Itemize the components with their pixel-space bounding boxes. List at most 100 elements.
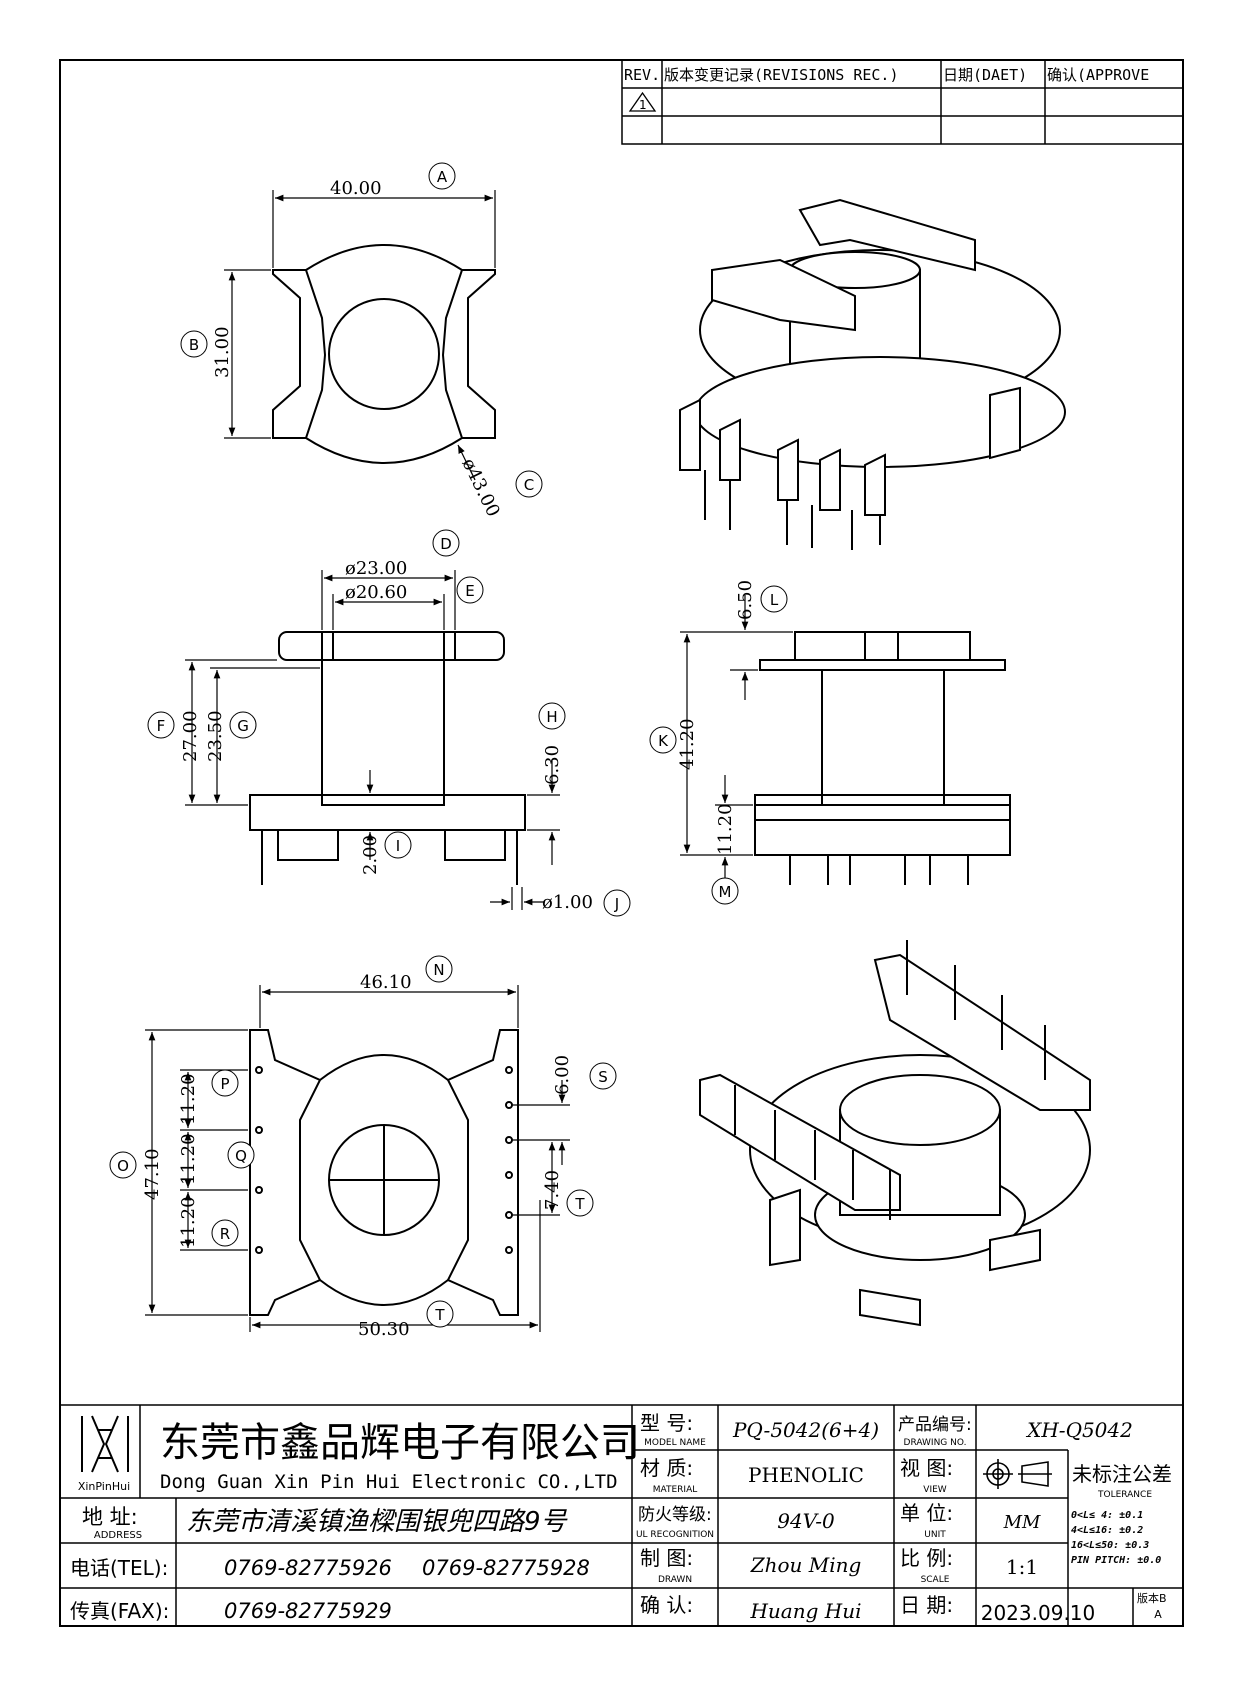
iso-view-bottom [699, 940, 1091, 1327]
rev-header-record: 版本变更记录(REVISIONS REC.) [664, 66, 899, 84]
tolerance-row-3: 16<L≤50: ±0.3 [1071, 1540, 1149, 1551]
dim-A-balloon: A [428, 162, 456, 190]
dim-I-value: 2.00 [360, 835, 381, 875]
svg-text:C: C [524, 476, 534, 494]
svg-text:J: J [614, 895, 619, 913]
dim-E-value: ø20.60 [345, 582, 407, 603]
svg-text:I: I [396, 837, 400, 855]
dim-L-balloon: L [760, 585, 788, 613]
address-value: 东莞市清溪镇渔樑围银兜四路9号 [186, 1507, 569, 1537]
svg-text:H: H [546, 708, 557, 726]
svg-text:Q: Q [235, 1147, 247, 1165]
model-label: 型 号: [640, 1411, 693, 1435]
model-value: PQ-5042(6+4) [732, 1418, 879, 1442]
dim-B-balloon: B [180, 330, 208, 358]
fax-label: 传真(FAX): [70, 1599, 169, 1623]
tel-1: 0769-82775926 [224, 1556, 392, 1580]
scale-label-en: SCALE [921, 1575, 950, 1585]
fire-value: 94V-0 [777, 1509, 835, 1533]
svg-text:O: O [117, 1157, 129, 1175]
drawing-no-label: 产品编号: [898, 1415, 972, 1435]
dim-G-balloon: G [229, 711, 257, 739]
dim-T2-value: 50.30 [358, 1319, 410, 1340]
model-label-en: MODEL NAME [644, 1438, 706, 1448]
dim-S-value: 6.00 [552, 1055, 573, 1095]
svg-text:P: P [220, 1075, 229, 1093]
iso-view-top [679, 198, 1066, 550]
svg-text:R: R [220, 1225, 230, 1243]
dim-P-value: 11.20 [178, 1073, 199, 1125]
rev-header-rev: REV. [624, 66, 660, 84]
svg-text:A: A [437, 168, 448, 186]
svg-text:D: D [440, 535, 452, 553]
rev-header-approve: 确认(APPROVE [1047, 66, 1149, 84]
dim-R-value: 11.20 [178, 1196, 199, 1248]
rev-triangle-icon: 1 [628, 91, 657, 112]
svg-text:T: T [574, 1195, 585, 1213]
drawn-label-en: DRAWN [658, 1575, 692, 1585]
fax-value: 0769-82775929 [224, 1599, 392, 1623]
svg-text:N: N [433, 961, 444, 979]
dim-H-value: 6.30 [542, 745, 563, 785]
svg-text:T: T [434, 1306, 445, 1324]
tel-label: 电话(TEL): [70, 1556, 168, 1580]
dim-Q-value: 11.20 [178, 1133, 199, 1185]
tolerance-title: 未标注公差 [1072, 1462, 1172, 1486]
dim-G-value: 23.50 [205, 710, 226, 762]
address-label: 地 址: [82, 1505, 138, 1529]
dim-J-value: ø1.00 [542, 892, 593, 913]
svg-text:1: 1 [639, 98, 647, 112]
company-name-cn: 东莞市鑫品辉电子有限公司 [160, 1420, 640, 1466]
date-value: 2023.09.10 [981, 1601, 1096, 1625]
dim-C-balloon: C [515, 470, 543, 498]
unit-label: 单 位: [900, 1501, 953, 1525]
dim-I-balloon: I [384, 831, 412, 859]
confirm-value: Huang Hui [749, 1599, 861, 1623]
fire-label-en: UL RECOGNITION [636, 1530, 714, 1540]
dim-C-value: ø43.00 [458, 455, 504, 520]
unit-label-en: UNIT [924, 1530, 946, 1540]
scale-value: 1:1 [1006, 1555, 1038, 1579]
front-view [249, 631, 526, 885]
dim-K-balloon: K [649, 726, 677, 754]
tolerance-row-1: 0<L≤ 4: ±0.1 [1071, 1510, 1143, 1521]
scale-label: 比 例: [900, 1546, 953, 1570]
rev-header-date: 日期(DAET) [943, 66, 1027, 84]
dim-L-value: 6.50 [735, 580, 756, 620]
svg-text:S: S [598, 1068, 608, 1086]
svg-text:XinPinHui: XinPinHui [78, 1480, 130, 1493]
dim-R-balloon: R [211, 1219, 239, 1247]
tolerance-row-4: PIN PITCH: ±0.0 [1071, 1555, 1161, 1566]
dim-D-balloon: D [432, 529, 460, 557]
drawn-label: 制 图: [640, 1546, 693, 1570]
title-block-grid [59, 1404, 1184, 1627]
svg-text:M: M [719, 883, 732, 901]
dim-F-value: 27.00 [180, 710, 201, 762]
dim-H-balloon: H [538, 702, 566, 730]
dim-D-value: ø23.00 [345, 558, 407, 579]
drawing-no-value: XH-Q5042 [1025, 1418, 1133, 1442]
bottom-view [249, 1029, 519, 1316]
drawn-value: Zhou Ming [750, 1553, 862, 1577]
dim-T1-value: 7.40 [542, 1170, 563, 1210]
tolerance-row-2: 4<L≤16: ±0.2 [1071, 1525, 1143, 1536]
svg-text:E: E [465, 582, 474, 600]
dim-J-balloon: J [603, 889, 631, 917]
svg-text:F: F [157, 717, 166, 735]
svg-text:L: L [770, 591, 779, 609]
material-label: 材 质: [640, 1456, 693, 1480]
dim-E-balloon: E [456, 576, 484, 604]
dim-O-value: 47.10 [142, 1148, 163, 1200]
dim-K-value: 41.20 [677, 718, 698, 770]
tel-2: 0769-82775928 [422, 1556, 590, 1580]
fire-label: 防火等级: [638, 1505, 712, 1525]
dim-A-value: 40.00 [330, 178, 382, 199]
address-label-en: ADDRESS [94, 1530, 142, 1541]
date-label: 日 期: [900, 1593, 953, 1617]
dim-S-balloon: S [589, 1062, 617, 1090]
company-logo: XinPinHui [78, 1415, 130, 1493]
unit-value: MM [1003, 1512, 1041, 1533]
top-view [272, 244, 496, 464]
drawing-no-label-en: DRAWING NO. [904, 1438, 967, 1448]
projection-symbol-icon [983, 1459, 1052, 1489]
